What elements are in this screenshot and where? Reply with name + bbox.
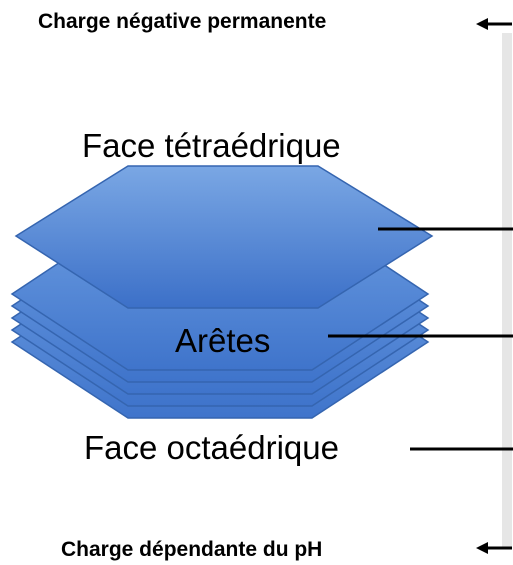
octahedral-face-label: Face octaédrique — [84, 429, 339, 466]
permanent-negative-charge-label: Charge négative permanente — [38, 10, 327, 33]
ph-dependent-charge-label: Charge dépendante du pH — [61, 538, 323, 561]
tetrahedral-face-label: Face tétraédrique — [82, 127, 341, 164]
top-arrow-head — [476, 18, 488, 30]
hexagon-top-face — [14, 165, 434, 309]
bottom-arrow-head — [476, 542, 488, 554]
edges-label: Arêtes — [175, 322, 271, 359]
